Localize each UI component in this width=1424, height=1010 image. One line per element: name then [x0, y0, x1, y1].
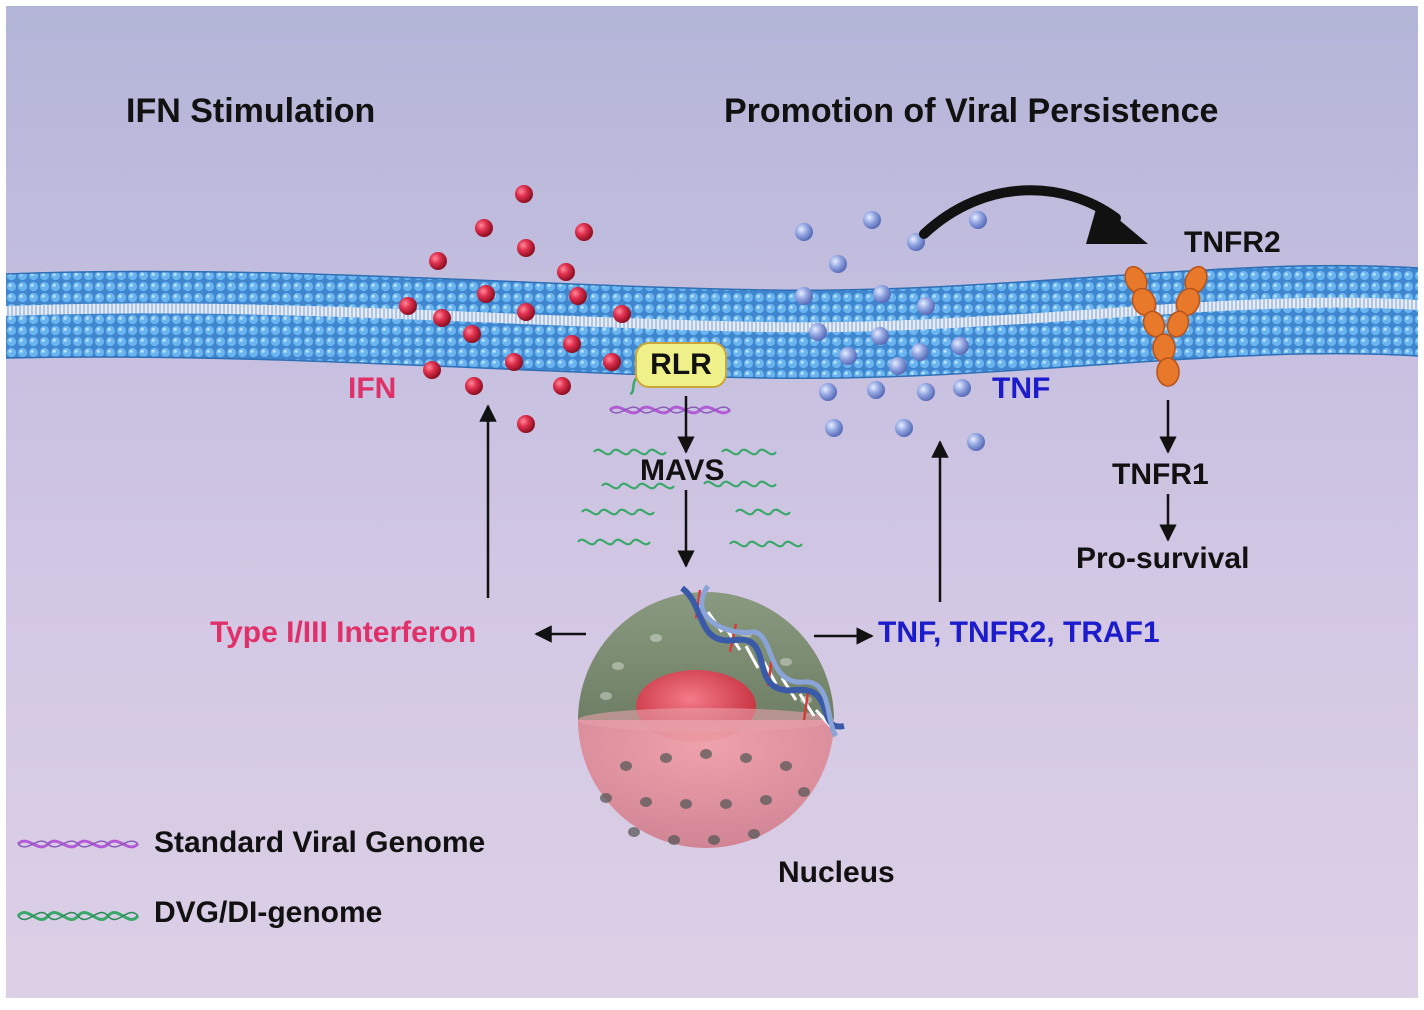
tnf-particle: [911, 343, 929, 361]
heading-viral-persistence: Promotion of Viral Persistence: [724, 92, 1219, 130]
ifn-particle: [515, 185, 533, 203]
ifn-particle: [399, 297, 417, 315]
ifn-particle: [517, 239, 535, 257]
rlr-box: RLR: [635, 342, 727, 388]
ifn-particle: [505, 353, 523, 371]
tnf-particle: [825, 419, 843, 437]
tnf-particle: [917, 297, 935, 315]
tnf-particle: [795, 287, 813, 305]
label-type-interferon: Type I/III Interferon: [210, 616, 477, 649]
tnf-particle: [917, 383, 935, 401]
label-tnfr1: TNFR1: [1112, 458, 1209, 491]
ifn-particle: [575, 223, 593, 241]
ifn-particle: [517, 415, 535, 433]
tnf-particle: [809, 323, 827, 341]
label-pro-survival: Pro-survival: [1076, 542, 1250, 575]
tnf-particle: [867, 381, 885, 399]
tnf-particle: [863, 211, 881, 229]
ifn-particle: [433, 309, 451, 327]
tnf-particle: [795, 223, 813, 241]
tnf-particle: [819, 383, 837, 401]
ifn-particle: [569, 287, 587, 305]
label-rlr: RLR: [650, 348, 712, 381]
label-tnf-genes: TNF, TNFR2, TRAF1: [878, 616, 1160, 649]
tnf-particle: [969, 211, 987, 229]
nucleus-sphere: [578, 592, 834, 848]
tnf-particle: [829, 255, 847, 273]
legend-dvg-genome-symbol: [16, 911, 140, 921]
tnf-particle: [871, 327, 889, 345]
label-mavs: MAVS: [640, 454, 725, 487]
standard-viral-genome-near-rlr: [608, 405, 732, 415]
dna-helix: [680, 584, 845, 738]
legend-standard-genome-symbol: [16, 839, 140, 849]
tnf-particle: [889, 357, 907, 375]
ifn-particle: [423, 361, 441, 379]
ifn-particle: [465, 377, 483, 395]
legend-dvg-label: DVG/DI-genome: [154, 896, 383, 929]
ifn-particle: [429, 252, 447, 270]
tnf-particle: [895, 419, 913, 437]
ifn-particle: [553, 377, 571, 395]
ifn-particles: [399, 185, 631, 433]
label-nucleus: Nucleus: [778, 856, 895, 889]
dvg-genome-cloud: [577, 448, 803, 548]
ifn-particle: [517, 303, 535, 321]
tnf-particle: [873, 285, 891, 303]
ifn-particle: [477, 285, 495, 303]
ifn-particle: [563, 335, 581, 353]
label-ifn: IFN: [348, 372, 397, 405]
curved-arrow-to-tnfr2: [919, 185, 1148, 244]
ifn-particle: [463, 325, 481, 343]
tnf-particle: [951, 337, 969, 355]
ifn-particle: [475, 219, 493, 237]
pathway-arrows: [479, 396, 1177, 645]
tnf-particle: [953, 379, 971, 397]
diagram-canvas: IFN Stimulation Promotion of Viral Persi…: [6, 6, 1418, 998]
tnfr2-receptor: [1124, 265, 1208, 387]
tnf-particle: [839, 347, 857, 365]
tnf-particle: [967, 433, 985, 451]
legend-standard-label: Standard Viral Genome: [154, 826, 486, 859]
heading-ifn-stimulation: IFN Stimulation: [126, 92, 376, 130]
nuclear-pores: [600, 749, 810, 845]
ifn-particle: [613, 305, 631, 323]
label-tnfr2: TNFR2: [1184, 226, 1281, 259]
label-tnf: TNF: [992, 372, 1051, 405]
ifn-particle: [557, 263, 575, 281]
ifn-particle: [603, 353, 621, 371]
